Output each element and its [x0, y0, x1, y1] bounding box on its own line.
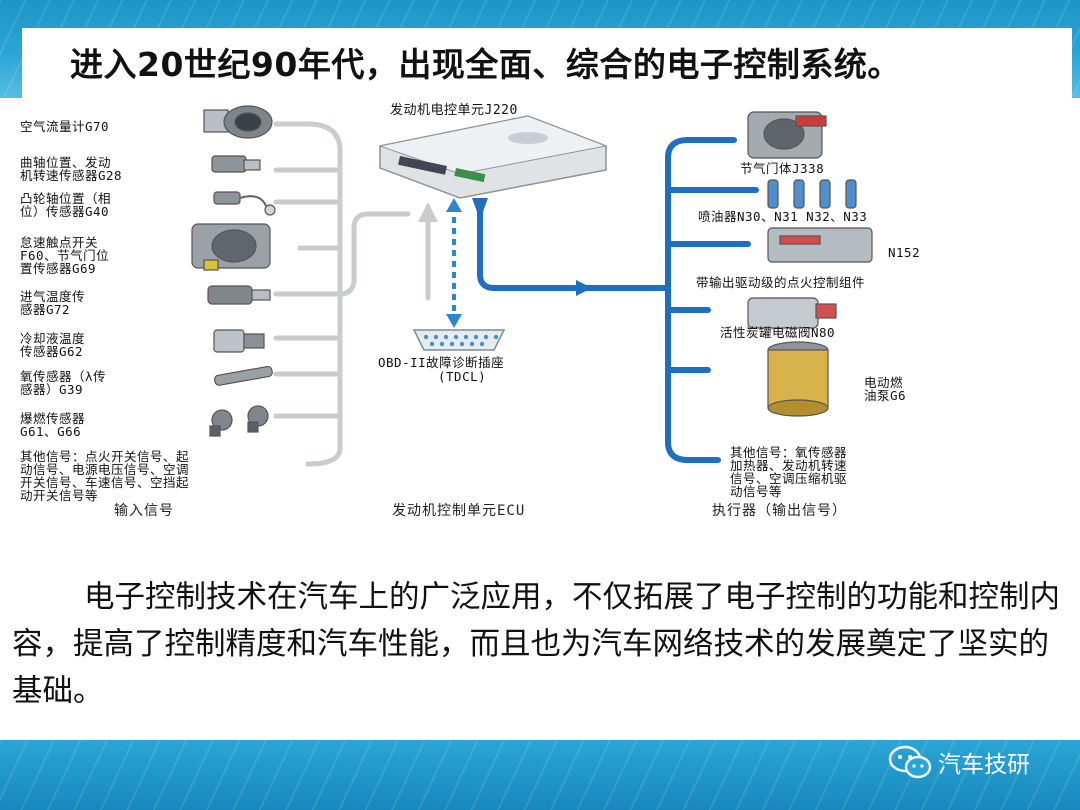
throttle-body-image	[747, 111, 827, 159]
fuel-pump-image	[767, 341, 829, 417]
canister-valve-image	[747, 297, 837, 329]
air-flow-meter-image	[203, 105, 273, 139]
brand-name: 汽车技研	[938, 752, 1030, 778]
output-label-ignition-module: 带输出驱动级的点火控制组件	[696, 275, 866, 290]
ecu-unit	[378, 115, 608, 199]
input-label-crankshaft: 曲轴位置、发动 机转速传感器G28	[20, 155, 123, 183]
obd-connector	[412, 329, 506, 351]
input-label-camshaft: 凸轮轴位置（相 位）传感器G40	[20, 191, 112, 219]
input-label-intake-temp: 进气温度传 感器G72	[20, 289, 86, 317]
input-label-coolant-temp: 冷却液温度 传感器G62	[20, 331, 86, 359]
input-label-knock: 爆燃传感器 G61、G66	[20, 411, 86, 439]
output-label-throttle-body: 节气门体J338	[740, 161, 825, 176]
body-paragraph: 电子控制技术在汽车上的广泛应用，不仅拓展了电子控制的功能和控制内容，提高了控制精…	[12, 580, 1060, 709]
output-label-other: 其他信号：氧传感器 加热器、发动机转速 信号、空调压缩机驱 动信号等	[730, 445, 848, 499]
ignition-module-image	[767, 227, 873, 263]
caption-inputs: 输入信号	[114, 503, 174, 519]
output-signal-lines	[477, 137, 759, 463]
camshaft-sensor-image	[213, 191, 276, 216]
caption-outputs: 执行器（输出信号）	[712, 503, 847, 519]
oxygen-sensor-image	[214, 365, 273, 386]
input-label-oxygen: 氧传感器（λ传 感器）G39	[20, 369, 107, 397]
crankshaft-sensor-image	[211, 155, 261, 173]
output-label-canister-valve: 活性炭罐电磁阀N80	[720, 325, 836, 340]
input-label-air-flow: 空气流量计G70	[20, 119, 110, 134]
output-arrowhead-ecu	[472, 198, 488, 220]
output-label-n152: N152	[888, 245, 921, 260]
output-label-fuel-pump: 电动燃 油泵G6	[864, 375, 907, 403]
obd-label-sub: (TDCL)	[438, 369, 487, 384]
output-arrowhead-main	[576, 280, 592, 296]
caption-ecu: 发动机控制单元ECU	[392, 503, 526, 519]
input-arrowhead	[418, 202, 438, 222]
wechat-icon	[888, 745, 932, 779]
intake-temp-sensor-image	[207, 285, 271, 305]
knock-sensor-image	[209, 405, 269, 437]
bottom-banner	[0, 740, 1080, 810]
output-actuator-images	[747, 111, 873, 417]
coolant-temp-sensor-image	[213, 329, 265, 353]
input-sensor-images	[191, 105, 276, 437]
injector-images	[767, 179, 857, 209]
slide-title: 进入20世纪90年代，出现全面、综合的电子控制系统。	[70, 45, 901, 84]
output-label-injectors: 喷油器N30、N31 N32、N33	[698, 209, 868, 224]
title-panel	[22, 28, 1072, 106]
diagram-graphics	[191, 105, 873, 467]
input-signal-lines	[273, 121, 431, 467]
obd-label: OBD-II故障诊断插座	[378, 355, 505, 370]
brand-watermark: 汽车技研	[888, 745, 1030, 779]
input-label-throttle-switch: 怠速触点开关 F60、节气门位 置传感器G69	[20, 235, 110, 276]
input-label-other: 其他信号：点火开关信号、起 动信号、电源电压信号、空调 开关信号、车速信号、空挡…	[20, 449, 190, 503]
throttle-switch-image	[191, 223, 271, 271]
obd-link	[446, 198, 462, 328]
ecu-label: 发动机电控单元J220	[390, 103, 518, 118]
engine-control-diagram: 发动机电控单元J220 OBD-II故障诊断插座 (TDCL) 空气流量计G70…	[8, 98, 990, 524]
